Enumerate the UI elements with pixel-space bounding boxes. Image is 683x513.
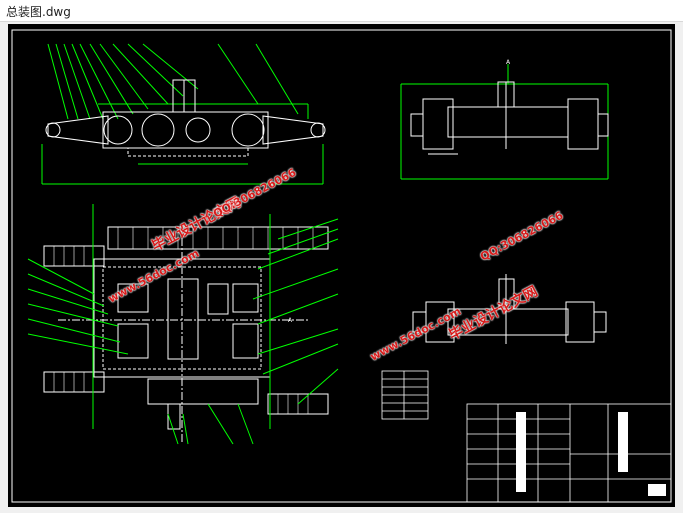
parameter-table bbox=[381, 370, 429, 420]
drawing-canvas[interactable]: A A 毕业设计论文网 www.56doc.com QQ:306826066 w… bbox=[8, 24, 675, 507]
cad-drawing: A A bbox=[11, 29, 672, 503]
drawing-frame bbox=[11, 29, 672, 503]
title-block bbox=[466, 403, 672, 503]
top-left-view bbox=[41, 43, 326, 185]
title-bar: 总装图.dwg bbox=[0, 0, 683, 22]
bottom-left-view bbox=[27, 204, 339, 445]
top-right-view bbox=[400, 64, 609, 180]
view-label-a-top: A bbox=[506, 59, 511, 66]
view-label-a-mid: A bbox=[288, 317, 293, 324]
middle-right-view bbox=[412, 274, 607, 344]
window-title: 总装图.dwg bbox=[6, 5, 71, 19]
